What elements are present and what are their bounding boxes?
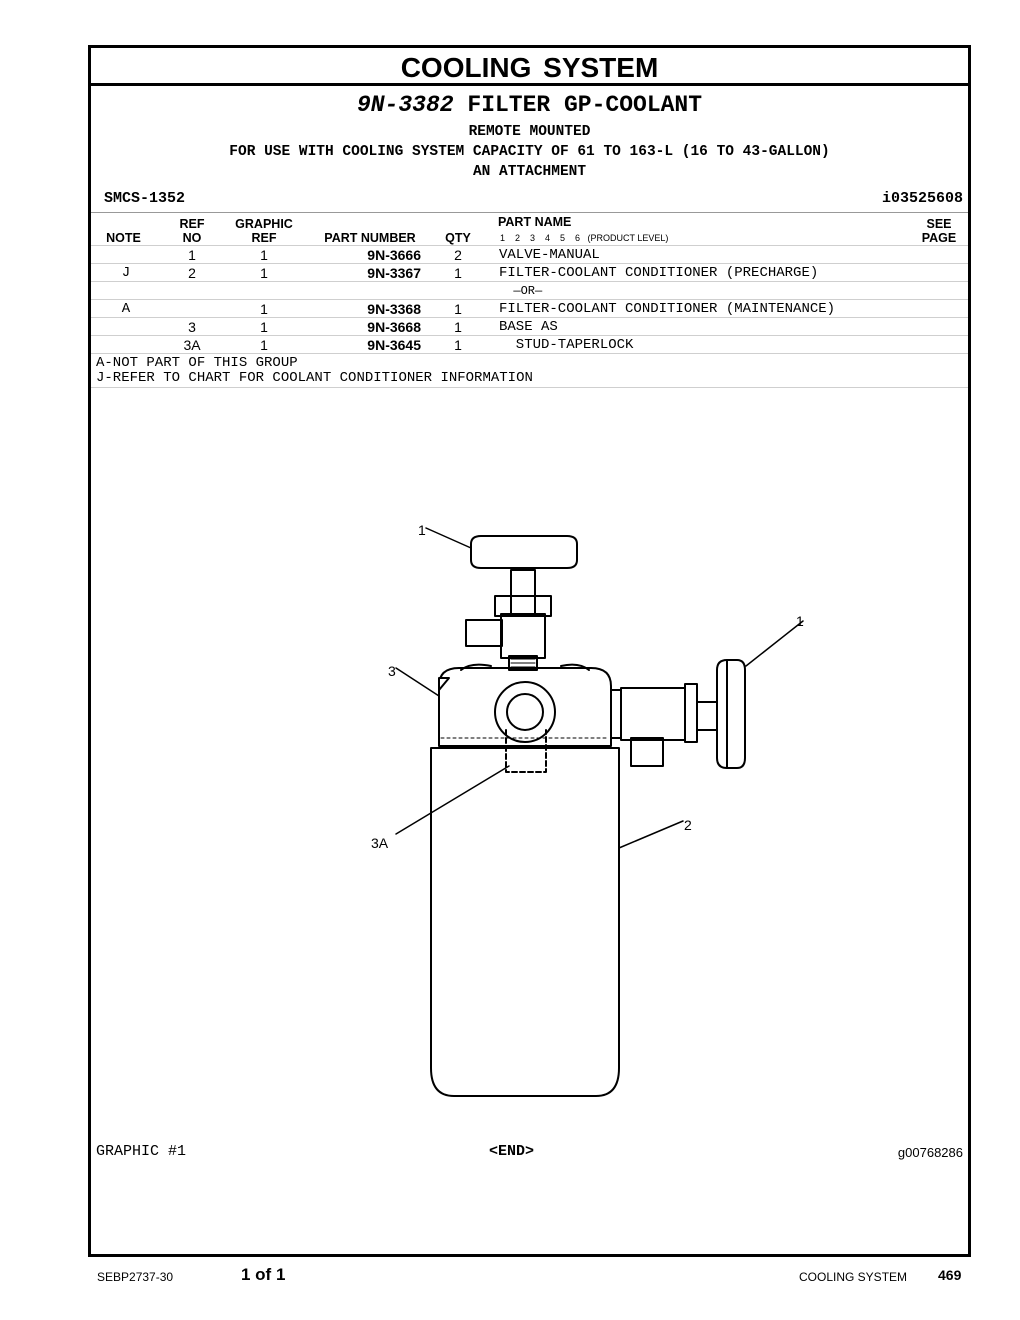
row-part-number[interactable]: 9N-3645 (367, 337, 421, 353)
filter-canister (430, 747, 620, 1097)
footer-page-of: 1 of 1 (241, 1265, 286, 1284)
col-part-number-header: PART NUMBER (324, 231, 416, 245)
row-graphic-ref: 1 (260, 265, 268, 281)
row-part-number[interactable]: 9N-3666 (367, 247, 421, 263)
row-qty: 1 (454, 265, 462, 281)
top-valve-body (500, 613, 546, 659)
col-ref-header-top: REF (179, 217, 205, 231)
note-a: A-NOT PART OF THIS GROUP (96, 355, 298, 371)
row-qty: 2 (454, 247, 462, 263)
table-row: J 2 1 9N-3367 1 FILTER-COOLANT CONDITION… (91, 264, 968, 282)
table-row: A 1 9N-3368 1 FILTER-COOLANT CONDITIONER… (91, 300, 968, 318)
filter-assembly-illustration: 1 1 3 3A 2 (371, 522, 804, 1097)
top-handwheel (470, 535, 578, 569)
row-ref: 1 (188, 247, 196, 263)
row-part-name: —OR— (499, 284, 543, 298)
group-subtitle-3: AN ATTACHMENT (472, 164, 587, 180)
end-marker: <END> (489, 1143, 535, 1160)
callout-valve-side: 1 (796, 613, 804, 629)
base-port (494, 681, 556, 743)
side-handwheel (716, 659, 746, 769)
row-part-name: BASE AS (499, 319, 558, 335)
group-subtitle-1: REMOTE MOUNTED (468, 124, 591, 140)
row-graphic-ref: 1 (260, 337, 268, 353)
graphic-label: GRAPHIC #1 (96, 1143, 187, 1160)
row-qty: 1 (454, 301, 462, 317)
smcs-code: SMCS-1352 (104, 190, 186, 207)
col-graphic-header-bottom: REF (251, 231, 277, 245)
row-note: A (121, 301, 131, 317)
table-row: 1 1 9N-3666 2 VALVE-MANUAL (91, 246, 968, 264)
col-graphic-header-top: GRAPHIC (235, 217, 293, 231)
row-qty: 1 (454, 337, 462, 353)
col-qty-header: QTY (445, 231, 471, 245)
header-bottom-rule (91, 245, 968, 246)
table-row: —OR— (91, 282, 968, 300)
group-name: FILTER GP-COOLANT (467, 92, 703, 118)
col-see-page-header-top: SEE (926, 217, 952, 231)
row-note: J (121, 265, 131, 281)
callout-valve-top: 1 (418, 522, 426, 538)
row-part-number[interactable]: 9N-3367 (367, 265, 421, 281)
base-housing (438, 667, 612, 747)
graphic-id: g00768286 (897, 1145, 963, 1160)
row-ref: 3A (183, 337, 201, 353)
row-graphic-ref: 1 (260, 247, 268, 263)
side-valve-hex (684, 683, 698, 743)
footer-page-number: 469 (938, 1267, 962, 1283)
callout-base: 3 (388, 663, 396, 679)
stud-hidden (505, 729, 547, 773)
table-row: 3 1 9N-3668 1 BASE AS (91, 318, 968, 336)
notes: A-NOT PART OF THIS GROUP J-REFER TO CHAR… (96, 356, 533, 386)
note-j: J-REFER TO CHART FOR COOLANT CONDITIONER… (96, 370, 533, 386)
table-row: 3A 1 9N-3645 1 STUD-TAPERLOCK (91, 336, 968, 354)
row-ref: 3 (188, 319, 196, 335)
group-part-number: 9N-3382 (356, 92, 454, 118)
side-fitting (620, 687, 686, 741)
callout-stud: 3A (371, 835, 389, 851)
base-left-ear (438, 677, 450, 691)
row-part-number[interactable]: 9N-3368 (367, 301, 421, 317)
header-top-rule (91, 212, 968, 213)
page-frame: COOLING SYSTEM 9N-3382 FILTER GP-COOLANT… (88, 45, 971, 1257)
row-part-name: STUD-TAPERLOCK (499, 337, 634, 353)
row-qty: 1 (454, 319, 462, 335)
info-id: i03525608 (881, 190, 963, 207)
callout-filter: 2 (684, 817, 692, 833)
group-subtitle-2: FOR USE WITH COOLING SYSTEM CAPACITY OF … (229, 144, 830, 160)
footer-doc-number: SEBP2737-30 (97, 1270, 174, 1284)
row-graphic-ref: 1 (260, 319, 268, 335)
col-note-header: NOTE (106, 231, 141, 245)
col-part-name-header: PART NAME (498, 215, 572, 229)
col-see-page-header-bottom: PAGE (921, 231, 957, 245)
group-title: 9N-3382 FILTER GP-COOLANT (91, 92, 968, 118)
row-ref: 2 (188, 265, 196, 281)
row-part-name: VALVE-MANUAL (499, 247, 600, 263)
section-title: COOLING SYSTEM (91, 48, 968, 86)
product-level-header: 1 2 3 4 5 6 (PRODUCT LEVEL) (500, 233, 669, 243)
footer-section: COOLING SYSTEM (799, 1270, 908, 1284)
notes-rule (91, 387, 968, 388)
row-graphic-ref: 1 (260, 301, 268, 317)
row-part-name: FILTER-COOLANT CONDITIONER (PRECHARGE) (499, 265, 819, 281)
row-part-name: FILTER-COOLANT CONDITIONER (MAINTENANCE) (499, 301, 836, 317)
row-part-number[interactable]: 9N-3668 (367, 319, 421, 335)
col-ref-header-bottom: NO (182, 231, 202, 245)
